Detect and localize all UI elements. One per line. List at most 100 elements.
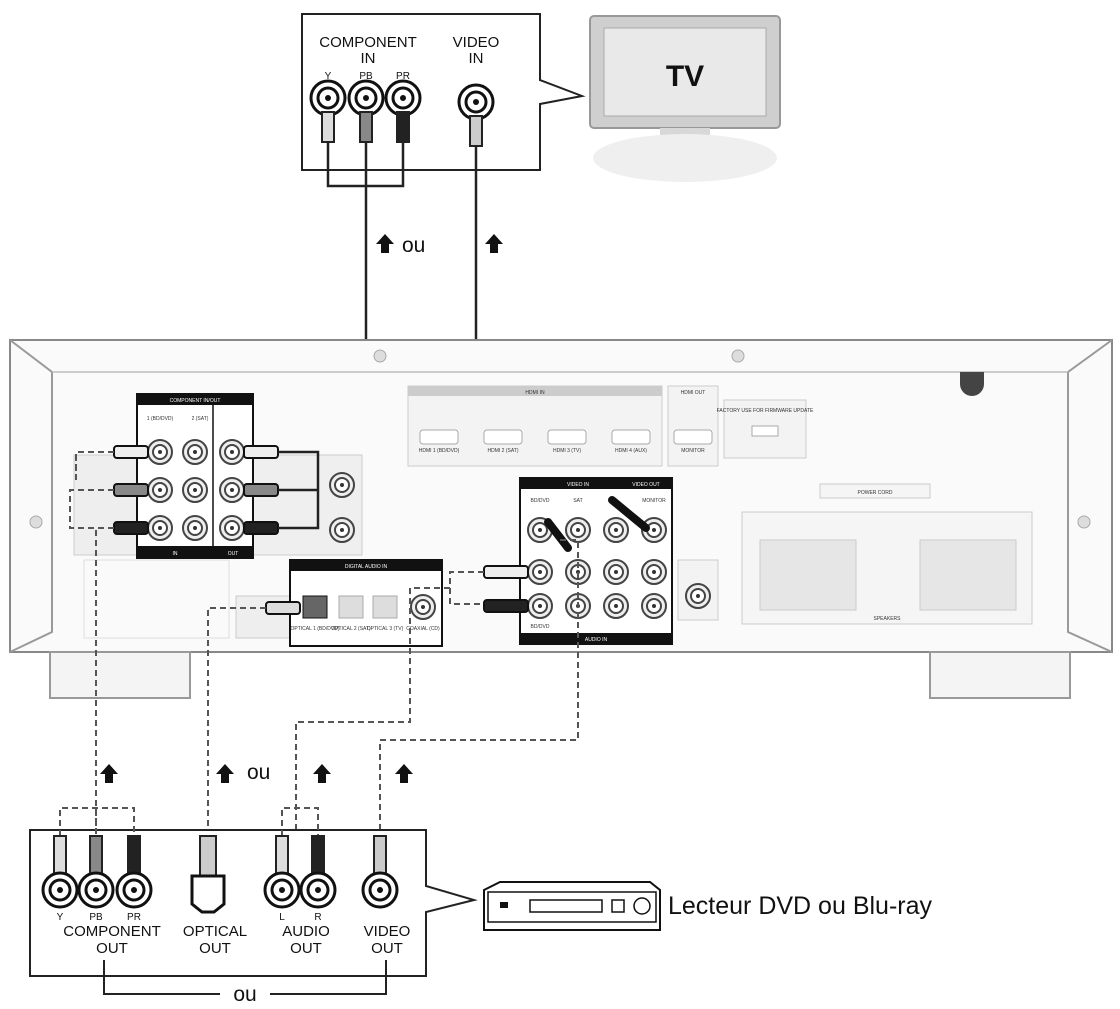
audio-in-tv-r-jack[interactable]	[603, 593, 629, 619]
dashed-component-pb	[69, 489, 114, 529]
tv-component-pr-jack[interactable]	[384, 79, 422, 117]
hdmi-header: HDMI IN	[525, 390, 545, 396]
tv-illustration: TV	[589, 15, 781, 182]
source-video-out-jack[interactable]	[361, 871, 399, 909]
receiver-component-out-y-jack[interactable]	[219, 439, 245, 465]
tv-y-plug	[321, 111, 335, 143]
hdmi-out-port[interactable]	[673, 429, 713, 445]
hdmi-out-label: MONITOR	[681, 448, 705, 454]
tv-neck	[660, 128, 710, 138]
tv-component-y-jack[interactable]	[309, 79, 347, 117]
hdmi-label: HDMI 3 (TV)	[553, 448, 581, 454]
power-label: POWER CORD	[858, 490, 893, 496]
source-y-plug	[53, 835, 67, 877]
receiver-component-out-pr-jack[interactable]	[219, 515, 245, 541]
tv-pb-plug	[359, 111, 373, 143]
audio-in-aux-r-jack[interactable]	[641, 593, 667, 619]
optical1-port[interactable]	[302, 595, 328, 619]
video-in-sat-label: SAT	[573, 498, 582, 504]
hdmi4-port[interactable]	[611, 429, 651, 445]
arrow-up-icon	[395, 764, 413, 783]
source-r-plug	[311, 835, 325, 877]
receiver-component-in2-pr-jack[interactable]	[182, 515, 208, 541]
receiver-component-in-pr-jack[interactable]	[147, 515, 173, 541]
hdmi3-port[interactable]	[547, 429, 587, 445]
source-optical-port[interactable]	[190, 874, 226, 914]
arrow-up-icon	[216, 764, 234, 783]
component-out-bundle	[278, 450, 320, 530]
receiver-video-block: VIDEO IN VIDEO OUT BD/DVD SAT MONITOR BD…	[483, 477, 719, 645]
video-out-plug	[608, 496, 650, 532]
optical2-port[interactable]	[338, 595, 364, 619]
aux-jack	[329, 517, 355, 543]
source-l-plug	[275, 835, 289, 877]
hdmi-out-frame	[667, 385, 719, 467]
usb-port[interactable]	[751, 425, 779, 437]
tv-video-in-jack[interactable]	[457, 83, 495, 121]
bracket-or-label: ou	[233, 983, 256, 1006]
tv-screen	[603, 27, 767, 117]
top-or-label: ou	[402, 234, 425, 257]
receiver-foot-right	[929, 651, 1071, 699]
video-in-label-1: VIDEO	[453, 34, 500, 51]
component-footer-bar	[137, 546, 253, 558]
component-in-label-1: COMPONENT	[319, 34, 417, 51]
audio-in-aux-l-jack[interactable]	[641, 559, 667, 585]
screw-icon	[1077, 515, 1091, 529]
receiver-speaker-terminals: SPEAKERS POWER CORD	[741, 483, 1033, 625]
component-header: COMPONENT IN/OUT	[170, 398, 221, 404]
source-jack-pb-label: PB	[89, 912, 103, 923]
digital-header: DIGITAL AUDIO IN	[345, 564, 388, 570]
source-jack-pr-label: PR	[127, 912, 141, 923]
coaxial-jack[interactable]	[410, 594, 436, 620]
jack-label-pr: PR	[396, 71, 410, 82]
receiver-component-plugs	[113, 445, 320, 535]
digital-header-bar	[290, 560, 442, 571]
power-frame	[819, 483, 931, 499]
hdmi2-port[interactable]	[483, 429, 523, 445]
plug-out-y	[243, 445, 279, 459]
aux-block	[73, 454, 140, 556]
dashed-audio-to-source	[295, 587, 450, 840]
arrow-up-icon	[100, 764, 118, 783]
tv-component-pb-jack[interactable]	[347, 79, 385, 117]
source-jack-y-label: Y	[57, 912, 64, 923]
optical3-port[interactable]	[372, 595, 398, 619]
optical-out-label-1: OPTICAL	[183, 923, 247, 940]
screw-icon	[29, 515, 43, 529]
receiver-component-in2-y-jack[interactable]	[182, 439, 208, 465]
speaker-terminals-right	[919, 539, 1017, 611]
source-audio-r-jack[interactable]	[299, 871, 337, 909]
video-in-tv-jack[interactable]	[603, 517, 629, 543]
audio-in-l-jack[interactable]	[527, 559, 553, 585]
dashed-component-bundle	[59, 807, 135, 836]
receiver-foot-left	[49, 651, 191, 699]
audio-in-tv-l-jack[interactable]	[603, 559, 629, 585]
receiver-component-in2-pb-jack[interactable]	[182, 477, 208, 503]
plug-in-y	[113, 445, 149, 459]
receiver-component-out-pb-jack[interactable]	[219, 477, 245, 503]
tv-stand	[593, 134, 777, 182]
source-component-pb-jack[interactable]	[77, 871, 115, 909]
optical1-label: OPTICAL 1 (BD/DVD)	[291, 626, 340, 632]
receiver-component-in-y-jack[interactable]	[147, 439, 173, 465]
hdmi-label: HDMI 4 (AUX)	[615, 448, 647, 454]
source-pb-plug	[89, 835, 103, 877]
top-arrows: ou	[376, 234, 503, 257]
coaxial-label: COAXIAL (CD)	[406, 626, 440, 632]
source-optical-plug	[199, 835, 217, 881]
audio-in-r-jack[interactable]	[527, 593, 553, 619]
source-component-y-jack[interactable]	[41, 871, 79, 909]
video-in-sat-jack[interactable]	[565, 517, 591, 543]
hdmi1-port[interactable]	[419, 429, 459, 445]
dashed-component-y	[75, 451, 114, 480]
audio-out-label-2: OUT	[290, 940, 322, 957]
aux-jack	[685, 583, 711, 609]
arrow-up-icon	[313, 764, 331, 783]
source-component-pr-jack[interactable]	[115, 871, 153, 909]
receiver-component-in-pb-jack[interactable]	[147, 477, 173, 503]
aux-jack	[329, 472, 355, 498]
speaker-terminals-left	[759, 539, 857, 611]
source-audio-l-jack[interactable]	[263, 871, 301, 909]
screw-icon	[373, 349, 387, 363]
